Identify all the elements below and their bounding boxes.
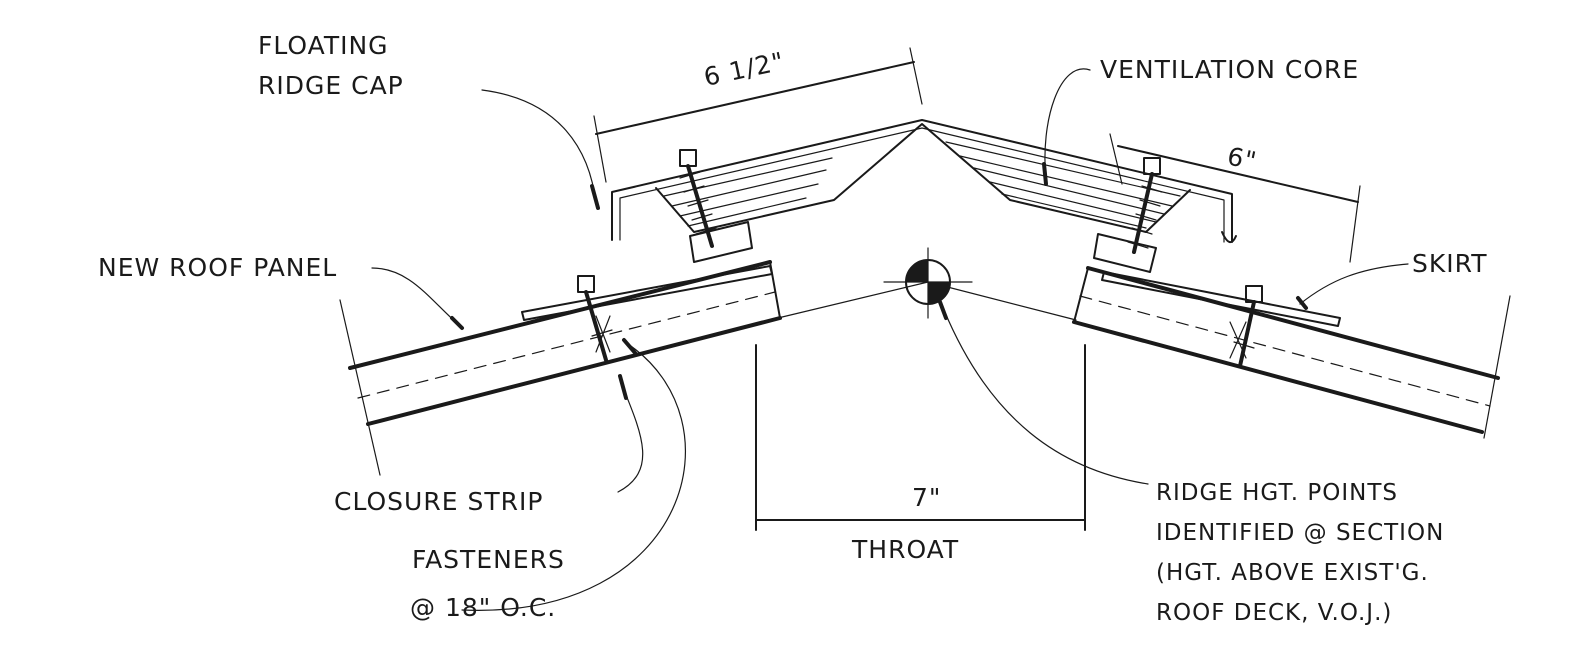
- cap-screw-left: [679, 149, 717, 248]
- dimension-label-right: 6": [1225, 142, 1260, 176]
- floating-ridge-cap-label-line1: FLOATING: [258, 31, 389, 60]
- left-roof-panel: [339, 260, 782, 476]
- right-roof-panel: [1072, 266, 1511, 439]
- skirt-label: SKIRT: [1412, 249, 1487, 278]
- ridge-note-line3: (HGT. ABOVE EXIST'G.: [1156, 560, 1429, 586]
- skirt-left: [521, 265, 773, 321]
- leader-lines: [371, 68, 1409, 611]
- panel-fastener-left: [577, 275, 613, 362]
- throat-label: THROAT: [851, 535, 959, 564]
- ridge-height-point-symbol: [883, 247, 973, 319]
- ventilation-core-label: VENTILATION CORE: [1100, 55, 1359, 84]
- fasteners-label-line2: @ 18" O.C.: [410, 593, 556, 622]
- closure-strip-label: CLOSURE STRIP: [334, 487, 543, 516]
- new-roof-panel-label: NEW ROOF PANEL: [98, 253, 337, 282]
- floating-ridge-cap-label-line2: RIDGE CAP: [258, 71, 404, 100]
- ventilation-core: [655, 123, 1191, 233]
- floating-ridge-cap: [611, 119, 1237, 243]
- ridge-note-line4: ROOF DECK, V.O.J.): [1156, 600, 1392, 626]
- dimension-throat: [755, 344, 1086, 531]
- throat-dimension-label: 7": [912, 483, 941, 512]
- cap-screw-right: [1127, 157, 1163, 254]
- dimension-label-left: 6 1/2": [701, 47, 787, 92]
- closure-strip-right: [1093, 233, 1157, 273]
- dimension-six: [1109, 133, 1361, 263]
- panel-fastener-right: [1229, 285, 1263, 368]
- closure-strip-left: [689, 221, 753, 263]
- roof-deck-lines: [777, 281, 1077, 321]
- dimension-six-and-half: [593, 47, 923, 183]
- ridge-note-line2: IDENTIFIED @ SECTION: [1156, 520, 1444, 546]
- fasteners-label-line1: FASTENERS: [412, 545, 565, 574]
- ridge-note-line1: RIDGE HGT. POINTS: [1156, 480, 1398, 506]
